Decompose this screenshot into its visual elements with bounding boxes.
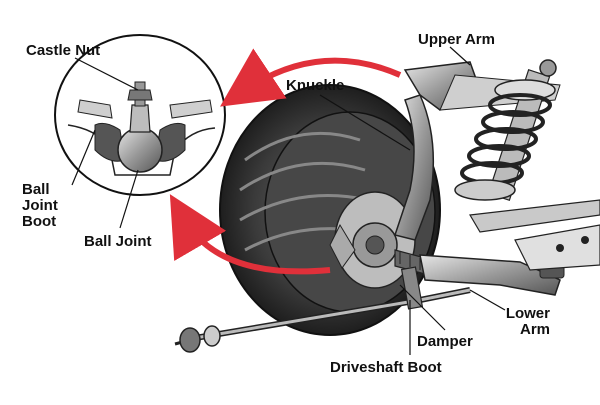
subframe [469,199,600,271]
label-ball-joint-boot-line3: Boot [22,213,57,230]
damper-part [400,266,424,310]
callout-arrow-lower [169,194,331,275]
label-lower-arm-line1: Lower [505,305,550,322]
label-lower-arm: Lower Arm [500,306,550,338]
leader-lines [71,46,506,355]
label-ball-joint-boot: Ball Joint Boot [22,182,58,230]
label-castle-nut: Castle Nut [26,42,101,59]
label-ball-joint-boot-line2: Joint [22,197,58,214]
hub-assembly [329,222,398,269]
callout-arrow-upper [220,48,402,107]
label-upper-arm: Upper Arm [418,31,495,48]
label-lower-arm-line2: Arm [519,321,550,338]
label-knuckle: Knuckle [286,77,345,94]
stabilizer-bar [174,287,471,353]
label-driveshaft-boot: Driveshaft Boot [330,359,442,376]
ball-joint-detail [54,34,226,196]
coil-spring [454,59,557,201]
label-damper: Damper [417,333,473,350]
label-ball-joint: Ball Joint [84,233,152,250]
knuckle-part [394,94,435,241]
label-ball-joint-boot-line1: Ball [22,181,50,198]
